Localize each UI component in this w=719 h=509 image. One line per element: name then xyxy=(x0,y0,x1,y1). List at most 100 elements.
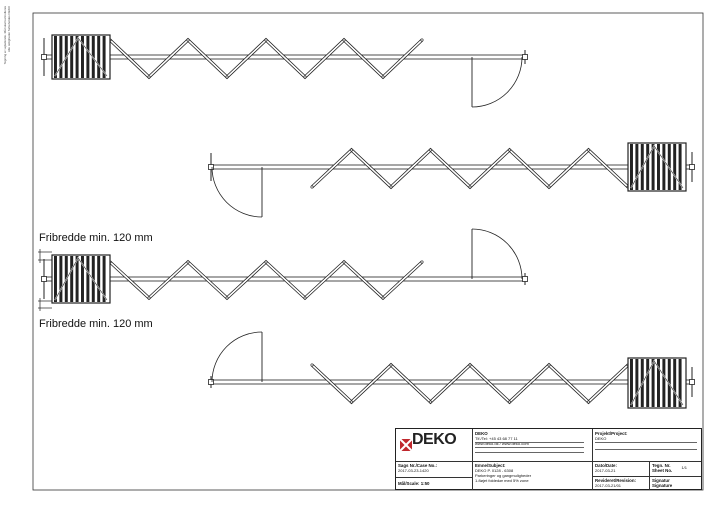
company-cell: DEKO Tlf./Tel: +45 43 68 77 11 www.deko.… xyxy=(472,429,592,461)
signature-cell: Signatur Signature xyxy=(649,476,701,490)
stacked-panel xyxy=(651,359,655,407)
panel-hinge xyxy=(381,75,385,79)
logo-cell: DEKO xyxy=(396,429,472,461)
stacked-panel xyxy=(54,36,57,78)
stacked-panel xyxy=(70,36,74,78)
stacked-panel xyxy=(646,144,650,190)
stacked-panel xyxy=(646,359,650,407)
panel-hinge xyxy=(389,185,393,189)
logo-wordmark: DEKO xyxy=(412,431,457,448)
panel-hinge xyxy=(186,260,190,264)
clear-width-label-bottom: Fribredde min. 120 mm xyxy=(39,318,153,330)
folding-door-plans xyxy=(41,34,695,409)
panel-hinge xyxy=(420,260,424,264)
stacked-panel xyxy=(59,256,63,302)
folding-door-plan-4 xyxy=(208,331,695,409)
panel-hinge xyxy=(186,38,190,42)
deko-logo-icon xyxy=(399,438,413,452)
folding-door-plan-3 xyxy=(41,228,528,304)
sheet-number-cell: Tegn. Nr. Sheet No. 1/1 xyxy=(649,461,701,476)
stacked-panel xyxy=(59,36,63,78)
panel-hinge xyxy=(389,363,393,367)
signature-label: Signatur xyxy=(652,478,670,483)
sheet-border xyxy=(32,12,704,491)
panel-hinge xyxy=(586,148,590,152)
swing-door-arc xyxy=(211,166,263,218)
stacked-panel xyxy=(673,359,677,407)
stacked-panel xyxy=(651,144,655,190)
sheet-value: 1/1 xyxy=(681,465,687,470)
stacked-panel xyxy=(662,144,666,190)
stacked-panel xyxy=(70,256,74,302)
stacked-panel xyxy=(102,36,106,78)
stacked-panel xyxy=(630,144,633,190)
date-value: 2017-03-21 xyxy=(595,468,616,473)
panel-hinge xyxy=(381,296,385,300)
subject-line3: 1-fløjet foldedør med 5% zone xyxy=(475,478,529,483)
company-web: www.deko.dk / www.deko.com xyxy=(475,441,529,446)
stacked-panel xyxy=(657,359,660,407)
panel-hinge xyxy=(264,260,268,264)
panel-hinge xyxy=(586,400,590,404)
swing-door-arc xyxy=(471,56,523,108)
panel-hinge xyxy=(342,260,346,264)
stacked-panel xyxy=(97,256,101,302)
stacked-panel xyxy=(657,144,660,190)
side-note-line2: Alle rettigheder forbeholdes DEKO xyxy=(7,6,11,53)
stacked-panel xyxy=(635,359,639,407)
panel-hinge xyxy=(303,296,307,300)
stacked-panel xyxy=(54,256,57,302)
panel-hinge xyxy=(225,75,229,79)
project-cell: Projekt/Project: DEKO xyxy=(592,429,701,461)
revision-cell: Revideret/Revision: 2017-03-21/01 xyxy=(592,476,649,490)
case-value: 2017-03-23-1420 xyxy=(398,468,429,473)
stacked-panel xyxy=(75,256,79,302)
stacked-panel xyxy=(75,36,79,78)
panel-hinge xyxy=(547,363,551,367)
stacked-panel xyxy=(86,36,90,78)
scale-label: Mål/Scale: 1:50 xyxy=(398,481,430,486)
folding-door-plan-1 xyxy=(41,34,528,108)
panel-hinge xyxy=(310,185,314,189)
subject-cell: Emne/Subject: DEKO P. 0128 - 6308 Parker… xyxy=(472,461,592,490)
panel-hinge xyxy=(468,185,472,189)
panel-hinge xyxy=(507,400,511,404)
panel-hinge xyxy=(225,296,229,300)
panel-hinge xyxy=(547,185,551,189)
panel-hinge xyxy=(147,75,151,79)
panel-hinge xyxy=(147,296,151,300)
stacked-panel xyxy=(86,256,90,302)
stacked-panel xyxy=(81,36,84,78)
panel-hinge xyxy=(310,363,314,367)
stacked-panel xyxy=(97,36,101,78)
swing-door-arc xyxy=(471,228,523,280)
stacked-panel xyxy=(635,144,639,190)
revision-value: 2017-03-21/01 xyxy=(595,483,622,488)
stacked-panel xyxy=(678,359,682,407)
panel-hinge xyxy=(428,148,432,152)
signature-sub-label: Signature xyxy=(652,483,673,488)
folding-door-plan-2 xyxy=(208,142,695,218)
stacked-panel xyxy=(678,144,682,190)
stacked-panel xyxy=(673,144,677,190)
company-phone: Tlf./Tel: +45 43 68 77 11 xyxy=(475,436,518,441)
panel-hinge xyxy=(303,75,307,79)
panel-hinge xyxy=(507,148,511,152)
case-label: Sags Nr./Case No.: xyxy=(398,463,438,468)
panel-hinge xyxy=(342,38,346,42)
date-label: Dato/Date: xyxy=(595,463,617,468)
date-cell: Dato/Date: 2017-03-21 xyxy=(592,461,649,476)
company-name: DEKO xyxy=(475,431,488,436)
project-label: Projekt/Project: xyxy=(595,431,628,436)
swing-door-arc xyxy=(211,331,263,383)
subject-line1: DEKO P. 0128 - 6308 xyxy=(475,468,514,473)
panel-hinge xyxy=(349,148,353,152)
subject-label: Emne/Subject: xyxy=(475,463,506,468)
project-value: DEKO xyxy=(595,436,607,441)
panel-hinge xyxy=(349,400,353,404)
scale-cell: Mål/Scale: 1:50 xyxy=(396,477,472,490)
panel-hinge xyxy=(264,38,268,42)
sheet-label: Tegn. Nr. xyxy=(652,463,671,468)
stacked-panel xyxy=(102,256,106,302)
stacked-panel xyxy=(630,359,633,407)
